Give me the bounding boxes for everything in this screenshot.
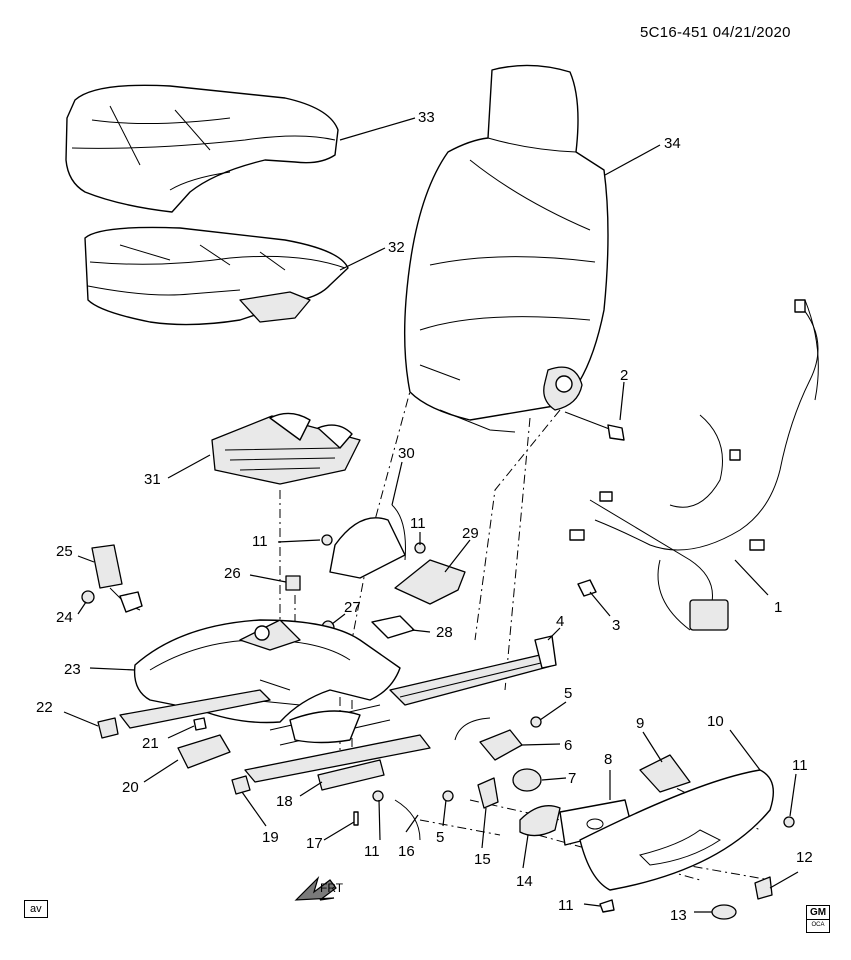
callout-18: 18 bbox=[276, 793, 293, 810]
part-nut-24 bbox=[81, 590, 95, 604]
callout-13: 13 bbox=[670, 907, 687, 924]
part-guide-28 bbox=[371, 615, 415, 639]
part-motor-20 bbox=[177, 734, 231, 769]
callout-9: 9 bbox=[636, 715, 644, 732]
part-seat-cushion-pad bbox=[84, 226, 349, 326]
callout-1: 1 bbox=[774, 599, 782, 616]
part-label-26 bbox=[285, 575, 301, 591]
callout-20: 20 bbox=[122, 779, 139, 796]
part-lower-rails bbox=[119, 689, 431, 783]
part-cap-13 bbox=[711, 904, 737, 920]
callout-27: 27 bbox=[344, 599, 361, 616]
callout-28: 28 bbox=[436, 624, 453, 641]
part-cap-12 bbox=[754, 876, 773, 900]
callout-34: 34 bbox=[664, 135, 681, 152]
callout-10: 10 bbox=[707, 713, 724, 730]
part-clip-3 bbox=[577, 579, 597, 597]
part-inner-shield bbox=[329, 517, 406, 579]
gm-logo-subtext: OCA bbox=[811, 922, 825, 928]
part-seat-track-rail bbox=[389, 635, 557, 706]
callout-14: 14 bbox=[516, 873, 533, 890]
callout-22: 22 bbox=[36, 699, 53, 716]
part-bracket-19 bbox=[231, 775, 251, 795]
callout-16: 16 bbox=[398, 843, 415, 860]
callout-26: 26 bbox=[224, 565, 241, 582]
gm-logo: GM OCA bbox=[806, 905, 830, 933]
part-side-shield bbox=[579, 769, 774, 891]
part-fastener-11 bbox=[321, 534, 795, 913]
callout-5-a: 5 bbox=[564, 685, 572, 702]
part-seat-belt-buckle bbox=[91, 544, 143, 613]
part-bracket-15 bbox=[477, 777, 499, 809]
part-bracket-29 bbox=[394, 559, 466, 605]
part-end-cap-22 bbox=[97, 717, 119, 739]
callout-15: 15 bbox=[474, 851, 491, 868]
part-rod-16 bbox=[394, 799, 421, 841]
view-tag: av bbox=[24, 900, 48, 918]
callout-32: 32 bbox=[388, 239, 405, 256]
gm-logo-text: GM bbox=[807, 906, 829, 920]
part-seat-cushion-cover bbox=[65, 84, 339, 213]
callout-31: 31 bbox=[144, 471, 161, 488]
callout-25: 25 bbox=[56, 543, 73, 560]
callout-5-b: 5 bbox=[436, 829, 444, 846]
callout-11-d: 11 bbox=[558, 897, 574, 914]
leader-lines bbox=[63, 117, 799, 913]
callout-11-b: 11 bbox=[410, 515, 426, 532]
front-direction-arrow: FRT bbox=[294, 875, 344, 901]
callout-labels: 33 32 34 2 31 30 11 11 29 25 24 26 27 28… bbox=[36, 109, 813, 924]
callout-2: 2 bbox=[620, 367, 628, 384]
part-switch-9 bbox=[639, 754, 691, 793]
part-motor-7 bbox=[512, 768, 542, 792]
callout-6: 6 bbox=[564, 737, 572, 754]
front-direction-label: FRT bbox=[320, 881, 344, 895]
part-screw-17 bbox=[353, 811, 359, 826]
callout-24: 24 bbox=[56, 609, 73, 626]
diagram-reference-id: 5C16-451 04/21/2020 bbox=[640, 24, 791, 41]
part-seat-frame bbox=[133, 619, 401, 724]
callout-7: 7 bbox=[568, 770, 576, 787]
callout-8: 8 bbox=[604, 751, 612, 768]
part-motor-6 bbox=[454, 717, 523, 761]
callout-11-a: 11 bbox=[252, 533, 268, 550]
part-tube-18 bbox=[317, 759, 385, 791]
part-cushion-spring-mat bbox=[211, 412, 361, 485]
callout-30: 30 bbox=[398, 445, 415, 462]
callout-3: 3 bbox=[612, 617, 620, 634]
part-cable-30 bbox=[391, 504, 406, 561]
part-fastener-5 bbox=[442, 716, 542, 802]
callout-11-c: 11 bbox=[792, 757, 808, 774]
part-seat-back bbox=[403, 64, 609, 433]
callout-23: 23 bbox=[64, 661, 81, 678]
callout-4: 4 bbox=[556, 613, 564, 630]
part-wiring-harness bbox=[569, 299, 819, 631]
callout-29: 29 bbox=[462, 525, 479, 542]
callout-21: 21 bbox=[142, 735, 159, 752]
callout-33: 33 bbox=[418, 109, 435, 126]
callout-12: 12 bbox=[796, 849, 813, 866]
part-bolt-2 bbox=[564, 411, 625, 441]
callout-19: 19 bbox=[262, 829, 279, 846]
part-actuator-14 bbox=[519, 805, 561, 837]
part-bolt-21 bbox=[193, 717, 207, 731]
callout-17: 17 bbox=[306, 835, 323, 852]
callout-11-e: 11 bbox=[364, 843, 380, 860]
